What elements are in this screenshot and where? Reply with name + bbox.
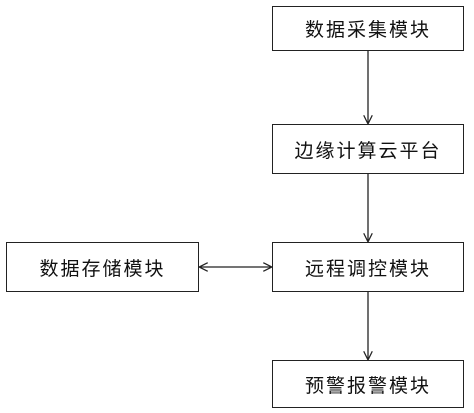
- node-label: 边缘计算云平台: [294, 139, 442, 162]
- node-data-collection: 数据采集模块: [272, 6, 464, 51]
- node-alarm: 预警报警模块: [272, 360, 464, 408]
- node-label: 远程调控模块: [304, 257, 431, 280]
- node-label: 数据采集模块: [304, 19, 431, 41]
- node-remote-control: 远程调控模块: [272, 242, 464, 292]
- node-edge-cloud-platform: 边缘计算云平台: [272, 124, 464, 174]
- node-label: 数据存储模块: [39, 257, 166, 280]
- node-label: 预警报警模块: [304, 374, 431, 397]
- node-data-storage: 数据存储模块: [6, 242, 199, 292]
